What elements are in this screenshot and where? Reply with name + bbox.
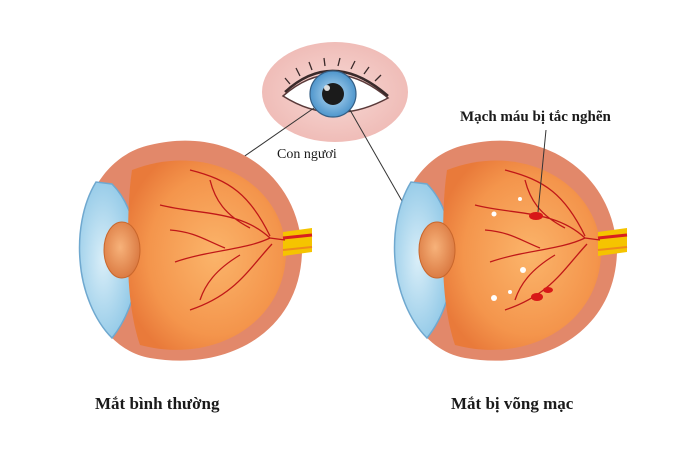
blocked-vessels-label: Mạch máu bị tắc nghẽn <box>460 109 611 125</box>
blockage-spots <box>529 212 553 301</box>
lesion-spots <box>491 197 526 301</box>
retina-2 <box>443 160 601 350</box>
normal-eye-caption: Mắt bình thường <box>95 394 220 413</box>
external-eye <box>262 42 408 142</box>
retinopathy-eye-caption: Mắt bị võng mạc <box>451 394 574 413</box>
lens-2 <box>418 221 456 279</box>
normal-eye-cross-section <box>78 140 313 361</box>
retinal-vessels <box>159 169 286 311</box>
retinopathy-eye-cross-section <box>393 129 628 361</box>
pupil-label: Con ngươi <box>277 147 337 162</box>
lens <box>103 221 141 279</box>
blocked-vessel-pointer <box>537 129 547 213</box>
retina <box>128 160 286 350</box>
